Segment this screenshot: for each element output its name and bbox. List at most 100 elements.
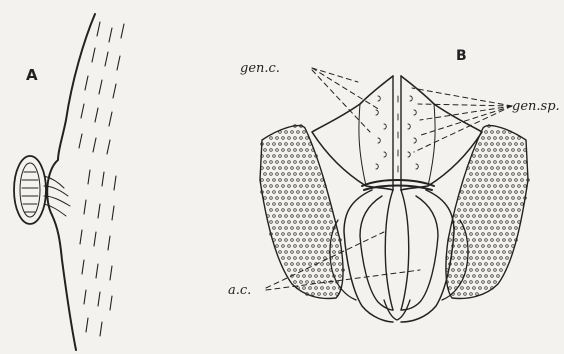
cell-dot: [291, 131, 294, 134]
cell-dot: [303, 179, 306, 182]
cell-dot: [512, 197, 515, 200]
cell-dot: [273, 215, 276, 218]
cell-dot: [312, 197, 315, 200]
cell-dot: [267, 167, 270, 170]
cell-dot: [309, 143, 312, 146]
cell-dot: [264, 173, 267, 176]
cell-dot: [512, 233, 515, 236]
cell-dot: [515, 227, 518, 230]
cell-dot: [506, 245, 509, 248]
cell-dot: [521, 155, 524, 158]
cell-dot: [491, 227, 494, 230]
cell-dot: [449, 275, 452, 278]
cell-dot: [494, 233, 497, 236]
cell-dot: [309, 215, 312, 218]
cell-dot: [515, 191, 518, 194]
cell-dot: [303, 215, 306, 218]
cell-dot: [482, 137, 485, 140]
cell-dot: [509, 239, 512, 242]
cell-dot: [327, 227, 330, 230]
cell-dot: [470, 257, 473, 260]
cell-dot: [485, 203, 488, 206]
cell-dot: [521, 191, 524, 194]
cell-dot: [336, 293, 339, 296]
cell-dot: [515, 215, 518, 218]
cell-dot: [315, 191, 318, 194]
cell-dot: [282, 185, 285, 188]
cell-dot: [327, 287, 330, 290]
cell-dot: [512, 209, 515, 212]
cell-dot: [282, 221, 285, 224]
cell-dot: [473, 203, 476, 206]
cell-dot: [476, 269, 479, 272]
cell-dot: [294, 245, 297, 248]
cell-dot: [479, 239, 482, 242]
cell-dot: [470, 269, 473, 272]
cell-dot: [270, 197, 273, 200]
papilla: [14, 156, 70, 224]
cell-dot: [315, 287, 318, 290]
cell-dot: [458, 233, 461, 236]
cell-dot: [488, 221, 491, 224]
cell-dot: [276, 221, 279, 224]
cell-dot: [518, 221, 521, 224]
cell-dot: [321, 251, 324, 254]
cell-dot: [503, 131, 506, 134]
cell-dot: [488, 173, 491, 176]
cell-dot: [470, 173, 473, 176]
cell-dot: [270, 161, 273, 164]
cell-dot: [500, 149, 503, 152]
cell-dot: [464, 293, 467, 296]
cell-dot: [300, 197, 303, 200]
cell-dot: [464, 245, 467, 248]
cell-dot: [300, 173, 303, 176]
cell-dot: [324, 293, 327, 296]
panel-a-label: A: [26, 66, 38, 84]
cell-dot: [327, 215, 330, 218]
cell-dot: [473, 287, 476, 290]
gen-c-label: gen.c.: [240, 61, 280, 76]
cell-dot: [291, 215, 294, 218]
cell-dot: [518, 173, 521, 176]
cell-dot: [494, 245, 497, 248]
cell-dot: [321, 239, 324, 242]
cell-dot: [470, 185, 473, 188]
cell-dot: [464, 185, 467, 188]
cell-dot: [488, 209, 491, 212]
cell-dot: [327, 263, 330, 266]
cell-dot: [318, 245, 321, 248]
cell-dot: [297, 155, 300, 158]
cell-dot: [270, 137, 273, 140]
cell-dot: [482, 197, 485, 200]
cell-dot: [458, 221, 461, 224]
cell-dot: [506, 209, 509, 212]
cell-dot: [479, 179, 482, 182]
cell-dot: [485, 179, 488, 182]
cell-dot: [485, 143, 488, 146]
cell-dot: [333, 263, 336, 266]
cell-dot: [467, 191, 470, 194]
cell-dot: [467, 179, 470, 182]
cell-dot: [473, 155, 476, 158]
cell-dot: [515, 203, 518, 206]
cell-dot: [467, 215, 470, 218]
cell-dot: [485, 155, 488, 158]
cell-dot: [473, 275, 476, 278]
cell-dot: [497, 167, 500, 170]
cell-dot: [282, 257, 285, 260]
cell-dot: [488, 197, 491, 200]
cell-dot: [485, 191, 488, 194]
cell-dot: [279, 203, 282, 206]
cell-dot: [276, 197, 279, 200]
cell-dot: [288, 233, 291, 236]
cell-dot: [491, 215, 494, 218]
cell-dot: [497, 251, 500, 254]
cell-dot: [455, 251, 458, 254]
cell-dot: [309, 239, 312, 242]
cell-dot: [482, 257, 485, 260]
cell-dot: [482, 185, 485, 188]
cell-dot: [464, 209, 467, 212]
cell-dot: [512, 185, 515, 188]
cell-dot: [321, 227, 324, 230]
cell-dot: [318, 293, 321, 296]
